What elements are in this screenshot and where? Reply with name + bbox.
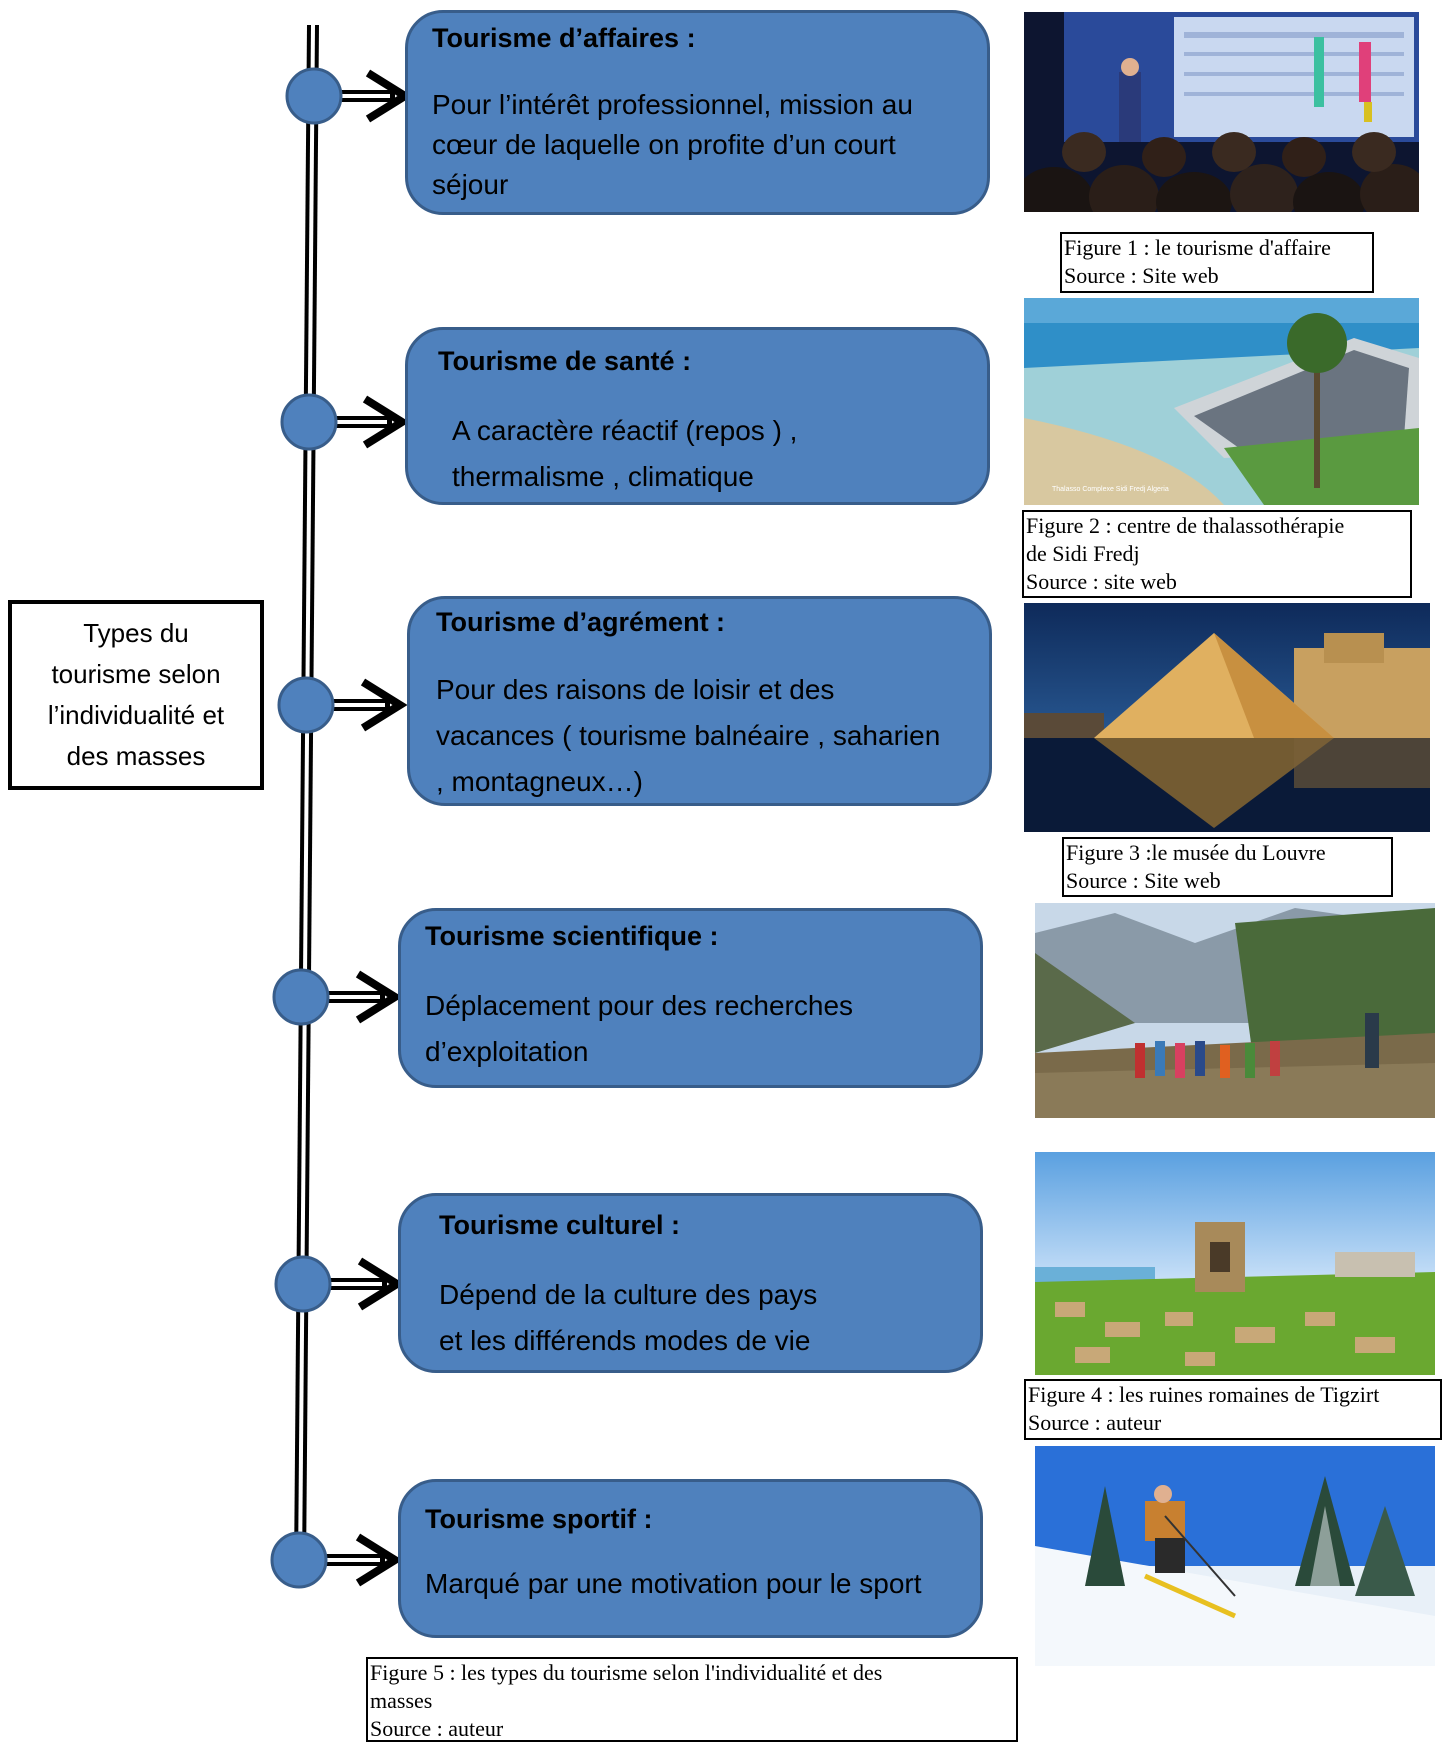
conference-photo — [1024, 12, 1419, 212]
figure-caption-5: Figure 5 : les types du tourisme selon l… — [366, 1657, 1018, 1742]
type-box-affaires: Tourisme d’affaires : Pour l’intérêt pro… — [405, 10, 990, 215]
roman-ruins-photo — [1035, 1152, 1435, 1375]
node-3 — [277, 676, 408, 734]
type-box-agrement: Tourisme d’agrément : Pour des raisons d… — [407, 596, 992, 806]
type-title: Tourisme d’affaires : — [432, 23, 696, 53]
arrow-icon — [355, 1533, 403, 1587]
arrow-icon — [357, 1257, 405, 1311]
type-title: Tourisme scientifique : — [425, 921, 719, 951]
arrow-icon — [355, 970, 403, 1024]
type-description: Déplacement pour des recherches d’exploi… — [425, 990, 854, 1067]
figure-caption-1: Figure 1 : le tourisme d'affaire Source … — [1060, 232, 1374, 293]
node-5 — [274, 1255, 405, 1313]
type-description: Pour l’intérêt professionnel, mission au… — [432, 89, 913, 200]
type-description: Marqué par une motivation pour le sport — [425, 1568, 922, 1599]
node-6 — [270, 1531, 403, 1589]
type-box-sante: Tourisme de santé : A caractère réactif … — [405, 327, 990, 505]
type-title: Tourisme sportif : — [425, 1504, 653, 1534]
type-description: Dépend de la culture des pays et les dif… — [439, 1279, 818, 1356]
node-2 — [280, 393, 410, 451]
type-box-sportif: Tourisme sportif : Marqué par une motiva… — [398, 1479, 983, 1638]
root-category-box: Types du tourisme selon l’individualité … — [8, 600, 264, 790]
type-title: Tourisme de santé : — [438, 346, 692, 376]
type-box-culturel: Tourisme culturel : Dépend de la culture… — [398, 1193, 983, 1373]
skier-photo — [1035, 1446, 1435, 1666]
root-category-label: Types du tourisme selon l’individualité … — [47, 618, 225, 771]
node-1 — [285, 67, 413, 125]
photo-watermark: Thalasso Complexe Sidi Fredj Algeria — [1052, 486, 1169, 493]
louvre-pyramid-photo — [1024, 603, 1430, 832]
figure-caption-2: Figure 2 : centre de thalassothérapie de… — [1022, 510, 1412, 598]
type-box-scientifique: Tourisme scientifique : Déplacement pour… — [398, 908, 983, 1088]
type-description: Pour des raisons de loisir et des vacanc… — [436, 674, 941, 797]
arrow-icon — [362, 395, 410, 449]
node-4 — [272, 968, 403, 1026]
arrow-icon — [360, 678, 408, 732]
mountain-hikers-photo — [1035, 903, 1435, 1118]
type-title: Tourisme culturel : — [439, 1210, 681, 1240]
figure-caption-4: Figure 4 : les ruines romaines de Tigzir… — [1024, 1379, 1442, 1440]
type-description: A caractère réactif (repos ) , thermalis… — [452, 415, 798, 492]
thalassotherapy-center-photo: Thalasso Complexe Sidi Fredj Algeria — [1024, 298, 1419, 505]
figure-caption-3: Figure 3 :le musée du Louvre Source : Si… — [1062, 837, 1393, 897]
type-title: Tourisme d’agrément : — [436, 607, 726, 637]
